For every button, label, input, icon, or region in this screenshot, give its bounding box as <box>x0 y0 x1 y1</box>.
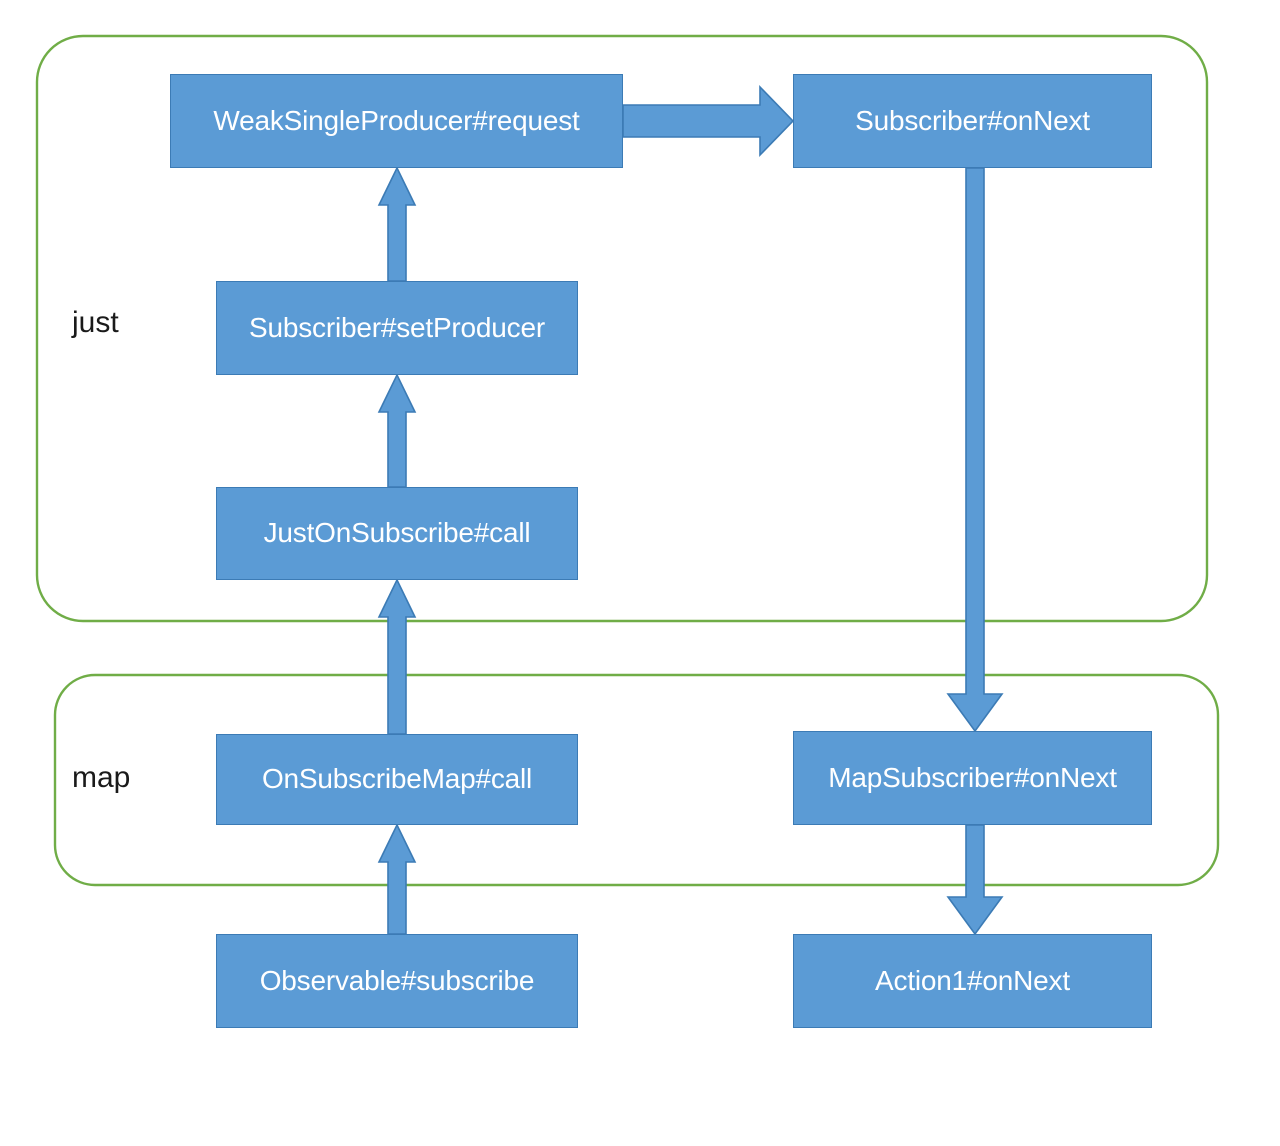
node-subscriber-onnext[interactable]: Subscriber#onNext <box>793 74 1152 168</box>
group-boundary-just <box>35 34 1209 623</box>
arrow-subscriber-onnext-to-mapsubscriber-onnext <box>946 167 1004 733</box>
arrow-setproducer-to-request <box>377 166 417 282</box>
arrow-justoncall-to-setproducer <box>377 373 417 488</box>
node-justonsubscribe-call[interactable]: JustOnSubscribe#call <box>216 487 578 580</box>
node-onsubscribemap-call[interactable]: OnSubscribeMap#call <box>216 734 578 825</box>
node-observable-subscribe[interactable]: Observable#subscribe <box>216 934 578 1028</box>
arrow-mapsubscriber-onnext-to-action1-onnext <box>946 824 1004 936</box>
group-label-map: map <box>72 761 131 794</box>
group-label-just: just <box>72 306 119 339</box>
node-subscriber-setproducer[interactable]: Subscriber#setProducer <box>216 281 578 375</box>
node-mapsubscriber-onnext[interactable]: MapSubscriber#onNext <box>793 731 1152 825</box>
node-action1-onnext[interactable]: Action1#onNext <box>793 934 1152 1028</box>
arrow-request-to-subscriber-onnext <box>622 85 795 157</box>
node-weak-single-producer-request[interactable]: WeakSingleProducer#request <box>170 74 623 168</box>
group-boundary-map <box>53 673 1220 887</box>
arrow-onsubscribemap-to-justoncall <box>377 578 417 735</box>
arrow-subscribe-to-onsubscribemap <box>377 823 417 935</box>
